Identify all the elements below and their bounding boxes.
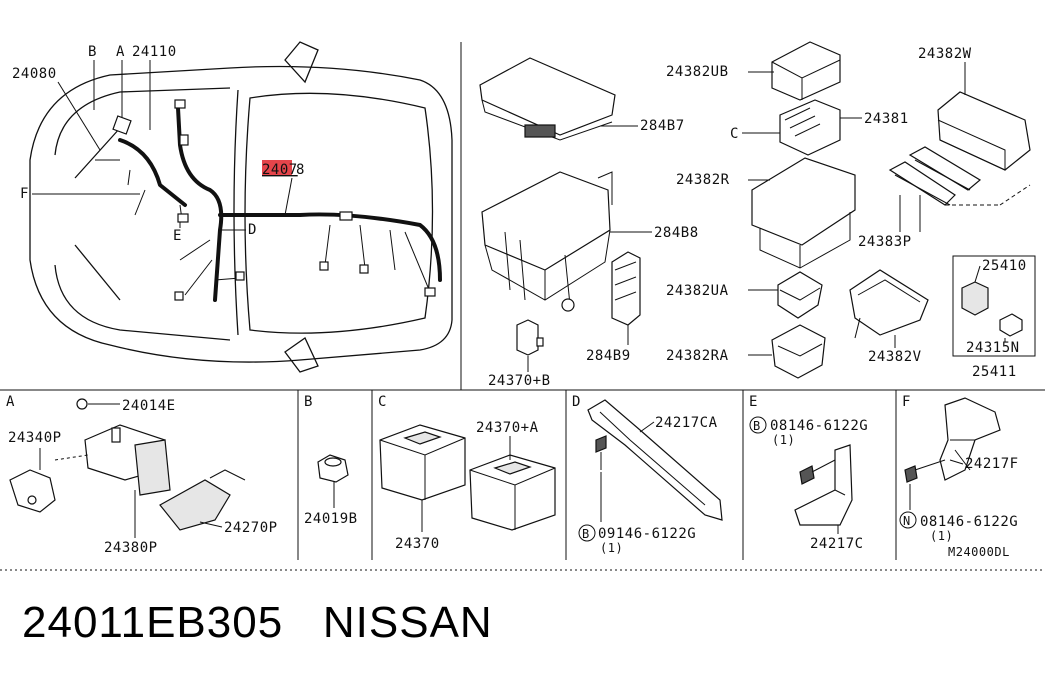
brand-name: NISSAN (322, 598, 493, 647)
label-24382UB: 24382UB (666, 64, 729, 80)
label-24315N: 24315N (966, 340, 1020, 356)
section-a-title: A (6, 394, 15, 410)
circle-b-d (578, 524, 596, 542)
label-284B7: 284B7 (640, 118, 685, 134)
label-E-car: E (173, 228, 182, 244)
label-24382V: 24382V (868, 349, 922, 365)
section-b: B 24019B (304, 394, 358, 527)
circle-b-e (749, 416, 767, 434)
label-F-car: F (20, 186, 29, 202)
label-24382R: 24382R (676, 172, 730, 188)
part-caption: 24011EB305 NISSAN (22, 598, 493, 648)
highlight-box (262, 160, 292, 176)
car-outline (29, 41, 453, 373)
section-c: C 24370+A 24370 (378, 394, 556, 552)
label-24019B: 24019B (304, 511, 358, 527)
label-D-car: D (248, 222, 257, 238)
label-24383P: 24383P (858, 234, 912, 250)
label-qty-f: (1) (930, 529, 953, 543)
label-24382RA: 24382RA (666, 348, 729, 364)
diagram-code: M24000DL (948, 545, 1010, 559)
label-09146-6122G: 09146-6122G (598, 526, 696, 542)
label-C-mid: C (730, 126, 739, 142)
label-B-top: B (88, 44, 97, 60)
label-24370A: 24370+A (476, 420, 539, 436)
circle-n-f-text: N (903, 514, 911, 528)
section-e: E B 08146-6122G (1) 24217C (749, 394, 868, 552)
section-e-title: E (749, 394, 758, 410)
label-24381: 24381 (864, 111, 909, 127)
label-24014E: 24014E (122, 398, 176, 414)
label-24340P: 24340P (8, 430, 62, 446)
label-A-top: A (116, 44, 125, 60)
label-24110: 24110 (132, 44, 177, 60)
label-24217CA: 24217CA (655, 415, 718, 431)
section-f: F 24217F N 08146-6122G (1) M24000DL (899, 394, 1019, 559)
panel-dividers (0, 42, 1045, 571)
section-f-title: F (902, 394, 911, 410)
label-24382UA: 24382UA (666, 283, 729, 299)
label-08146-6122G-e: 08146-6122G (770, 418, 868, 434)
car-labels: 24080 B A 24110 2407 8 F E D (12, 44, 305, 244)
label-24078-highlight: 2407 (262, 162, 298, 178)
circle-b-e-text: B (753, 419, 761, 433)
label-25411: 25411 (972, 364, 1017, 380)
section-c-title: C (378, 394, 387, 410)
label-24382W: 24382W (918, 46, 972, 62)
label-24217F: 24217F (965, 456, 1019, 472)
part-number: 24011EB305 (22, 598, 284, 647)
section-a: A 24014E 24340P 24270P 24380P (6, 394, 278, 556)
label-24217C: 24217C (810, 536, 864, 552)
label-qty-d: (1) (600, 541, 623, 555)
label-24080: 24080 (12, 66, 57, 82)
label-24370: 24370 (395, 536, 440, 552)
label-qty-e: (1) (772, 433, 795, 447)
label-24078-rest: 8 (296, 162, 305, 178)
label-08146-6122G-f: 08146-6122G (920, 514, 1018, 530)
label-24380P: 24380P (104, 540, 158, 556)
wiring-harness (95, 99, 442, 302)
section-d-title: D (572, 394, 581, 410)
label-284B8: 284B8 (654, 225, 699, 241)
label-24270P: 24270P (224, 520, 278, 536)
section-d: D 24217CA B 09146-6122G (1) (572, 394, 723, 555)
inset-box (952, 255, 1036, 357)
label-284B9: 284B9 (586, 348, 631, 364)
relay-box-parts: 284B7 24382UB C 24381 24382W 24383P 2438… (479, 41, 1036, 389)
label-24370B: 24370+B (488, 373, 551, 389)
label-25410: 25410 (982, 258, 1027, 274)
section-b-title: B (304, 394, 313, 410)
circle-b-d-text: B (582, 527, 590, 541)
circle-n-f (899, 511, 917, 529)
